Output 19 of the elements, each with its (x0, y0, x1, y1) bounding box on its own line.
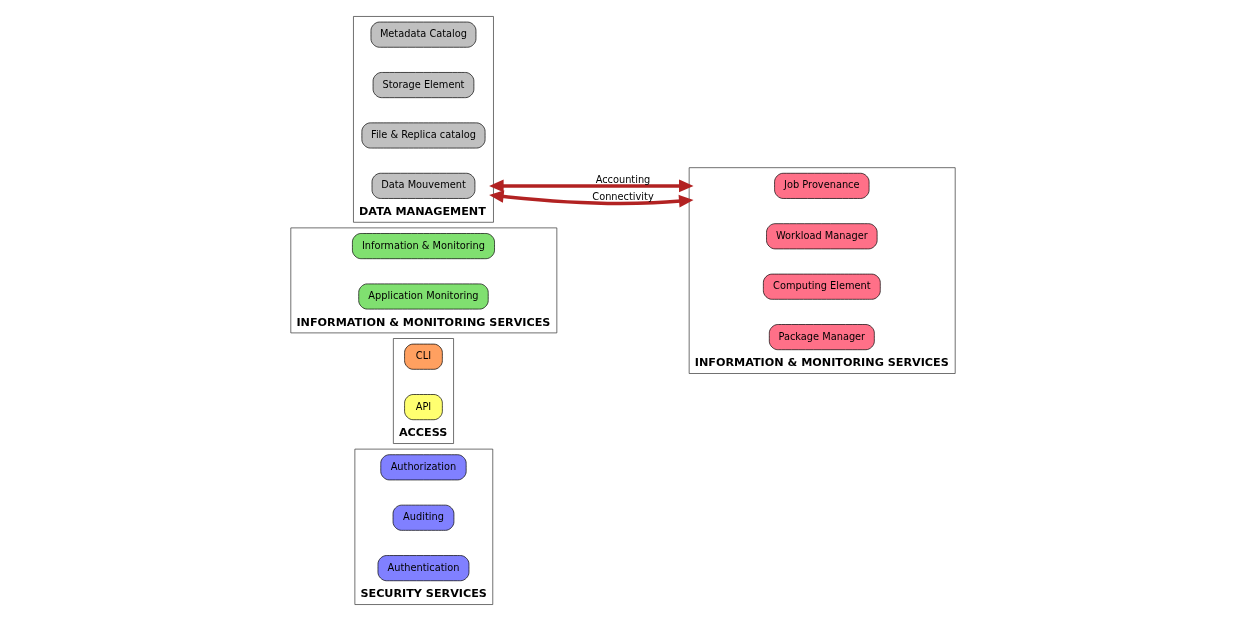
node-box: Storage Element (372, 72, 475, 98)
node-box: Application Monitoring (358, 283, 489, 310)
node-box: Data Mouvement (371, 172, 476, 199)
arrow (489, 190, 694, 208)
node-box: File & Replica catalog (361, 122, 486, 149)
node-box: Metadata Catalog (370, 21, 477, 48)
node-box: CLI (404, 343, 443, 370)
node-box: Workload Manager (766, 223, 878, 250)
node-box: Job Provenance (774, 172, 870, 199)
node-box: Auditing (392, 504, 455, 531)
node-box: Information & Monitoring (352, 233, 495, 260)
arrow (489, 179, 694, 193)
node-box: Authorization (380, 454, 467, 481)
edge-label: Connectivity (592, 191, 654, 203)
edge-label: Accounting (595, 174, 651, 186)
node-box: API (404, 394, 443, 421)
node-box: Package Manager (768, 324, 875, 351)
node-box: Computing Element (763, 273, 881, 300)
node-box: Authentication (377, 555, 470, 582)
